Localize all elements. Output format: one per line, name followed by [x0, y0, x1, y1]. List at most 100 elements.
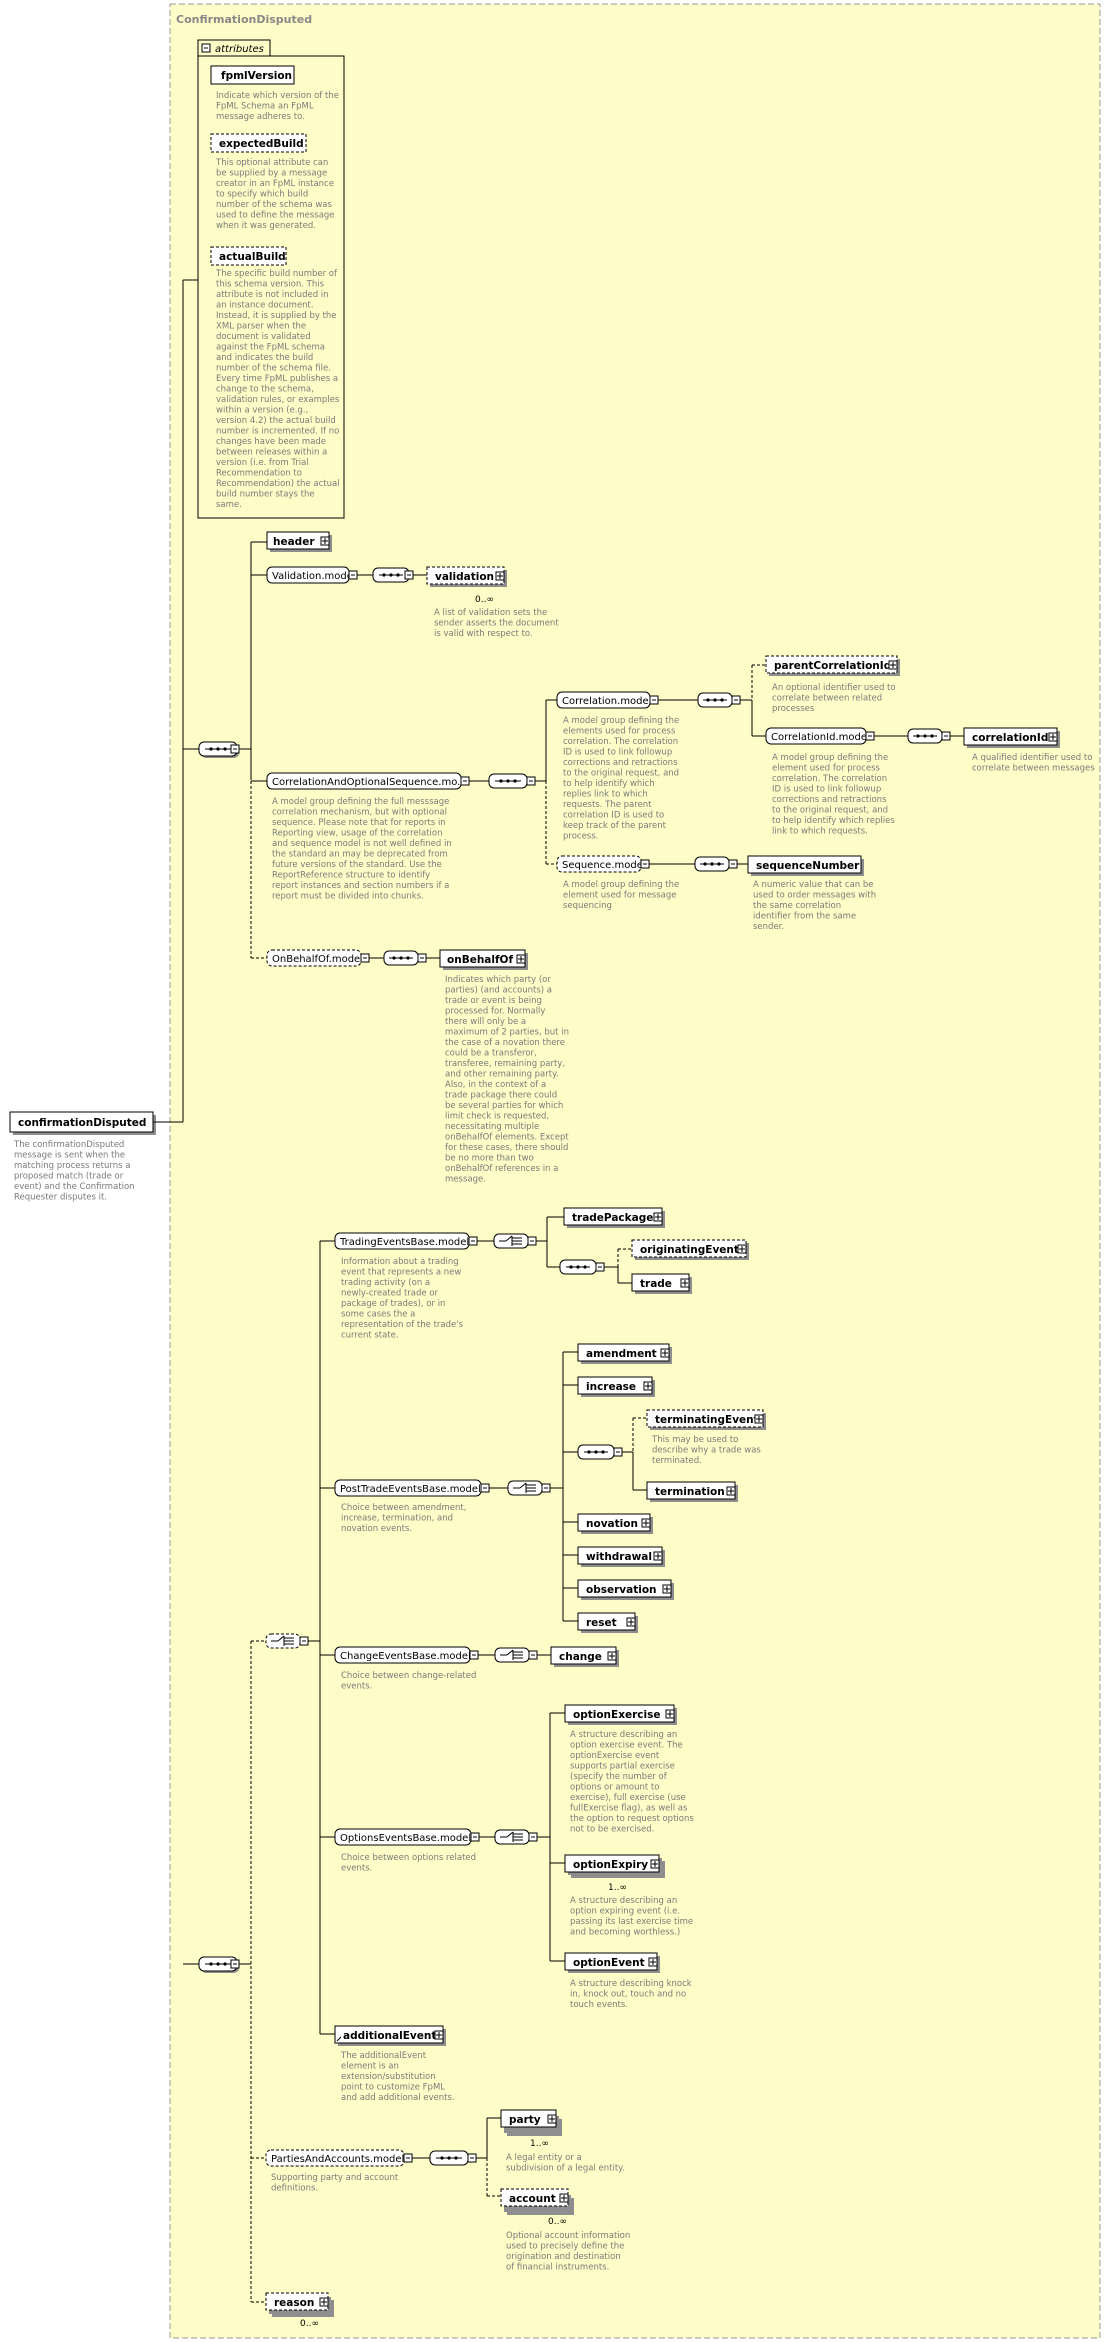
element-sequence-number[interactable] — [747, 855, 862, 874]
element-additional-event-name: additionalEvent — [343, 2030, 436, 2042]
attr-actualbuild[interactable] — [210, 246, 287, 266]
attr-expectedbuild[interactable] — [210, 133, 307, 153]
group-correlation-optional-sequence-name: CorrelationAndOptionalSequence.mo... — [272, 777, 467, 788]
group-parties-and-accounts-name: PartiesAndAccounts.model — [271, 2154, 404, 2165]
element-party-name: party — [509, 2114, 541, 2126]
cardinality-account: 0..∞ — [548, 2217, 567, 2227]
sequence-compositor-9[interactable] — [559, 1259, 605, 1275]
element-reset-name: reset — [586, 1617, 617, 1629]
root-element-name: confirmationDisputed — [18, 1117, 146, 1129]
group-on-behalf-of-model[interactable] — [266, 949, 362, 967]
container-title: ConfirmationDisputed — [176, 13, 312, 26]
group-post-trade-events-base-name: PostTradeEventsBase.model — [340, 1484, 481, 1495]
sequence-compositor-2[interactable] — [372, 567, 414, 583]
element-trade-package-name: tradePackage — [572, 1212, 653, 1224]
element-terminating-event[interactable] — [646, 1409, 764, 1428]
element-validation-name: validation — [435, 571, 494, 583]
element-increase-name: increase — [586, 1381, 636, 1393]
element-option-exercise-name: optionExercise — [573, 1709, 660, 1721]
sequence-compositor-11[interactable] — [429, 2150, 477, 2166]
sequence-compositor-10[interactable] — [577, 1444, 623, 1460]
group-validation-model-name: Validation.model — [272, 571, 356, 582]
element-parent-correlation-id[interactable] — [765, 655, 898, 674]
sequence-compositor-4[interactable] — [697, 692, 741, 708]
sequence-compositor-3[interactable] — [488, 773, 536, 789]
element-option-event-name: optionEvent — [573, 1957, 645, 1969]
element-originating-event-name: originatingEvent — [640, 1244, 739, 1256]
element-change-name: change — [559, 1651, 602, 1663]
element-sequence-number-name: sequenceNumber — [756, 860, 860, 872]
group-on-behalf-of-model-name: OnBehalfOf.model — [272, 954, 363, 965]
element-correlation-id-name: correlationId — [972, 732, 1048, 744]
element-amendment-name: amendment — [586, 1348, 657, 1360]
group-correlation-optional-sequence-desc: A model group defining the full messsage… — [272, 797, 452, 902]
element-trade-name: trade — [640, 1278, 672, 1290]
element-parent-correlation-id-name: parentCorrelationId — [774, 660, 891, 672]
element-header-name: header — [273, 536, 315, 548]
attributes-panel — [197, 55, 345, 519]
choice-compositor-3[interactable] — [507, 1480, 551, 1496]
group-post-trade-events-base-desc: Choice between amendment,increase, termi… — [341, 1503, 466, 1534]
element-option-expiry-name: optionExpiry — [573, 1859, 648, 1871]
group-change-events-base-name: ChangeEventsBase.model — [340, 1651, 471, 1662]
cardinality-option-expiry: 1..∞ — [608, 1883, 627, 1893]
sequence-compositor-7[interactable] — [383, 950, 427, 966]
sequence-compositor-8[interactable] — [198, 1956, 240, 1973]
group-correlation-model-name: Correlation.model — [562, 696, 651, 707]
attr-expectedbuild-name: expectedBuild — [219, 138, 304, 150]
sequence-compositor-1[interactable] — [198, 741, 240, 758]
sequence-compositor-5[interactable] — [907, 728, 951, 744]
cardinality-reason: 0..∞ — [300, 2319, 319, 2329]
element-novation-name: novation — [586, 1518, 638, 1530]
group-parties-and-accounts[interactable] — [265, 2149, 405, 2167]
element-withdrawal-name: withdrawal — [586, 1551, 652, 1563]
element-account-name: account — [509, 2193, 556, 2205]
attr-fpmlversion[interactable] — [210, 65, 295, 85]
cardinality-validation: 0..∞ — [475, 595, 494, 605]
choice-compositor-2[interactable] — [493, 1233, 537, 1249]
attr-fpmlversion-name: fpmlVersion — [221, 70, 292, 82]
choice-compositor-4[interactable] — [494, 1647, 538, 1663]
group-trading-events-base-name: TradingEventsBase.model — [339, 1237, 469, 1248]
choice-compositor-1[interactable] — [265, 1633, 309, 1649]
cardinality-party: 1..∞ — [530, 2139, 549, 2149]
element-reason-name: reason — [274, 2297, 314, 2309]
group-correlation-id-model-name: CorrelationId.model — [771, 732, 870, 743]
attr-actualbuild-name: actualBuild — [219, 251, 286, 263]
sequence-compositor-6[interactable] — [694, 856, 738, 872]
group-options-events-base-name: OptionsEventsBase.model — [340, 1833, 471, 1844]
element-termination-name: termination — [655, 1486, 725, 1498]
group-sequence-model[interactable] — [556, 855, 642, 873]
choice-compositor-5[interactable] — [494, 1829, 538, 1845]
element-terminating-event-name: terminatingEvent — [655, 1414, 759, 1426]
group-sequence-model-name: Sequence.model — [562, 860, 646, 871]
element-on-behalf-of-name: onBehalfOf — [447, 954, 513, 966]
attributes-tab[interactable] — [197, 39, 271, 57]
attributes-label: attributes — [215, 44, 264, 55]
element-observation-name: observation — [586, 1584, 657, 1596]
